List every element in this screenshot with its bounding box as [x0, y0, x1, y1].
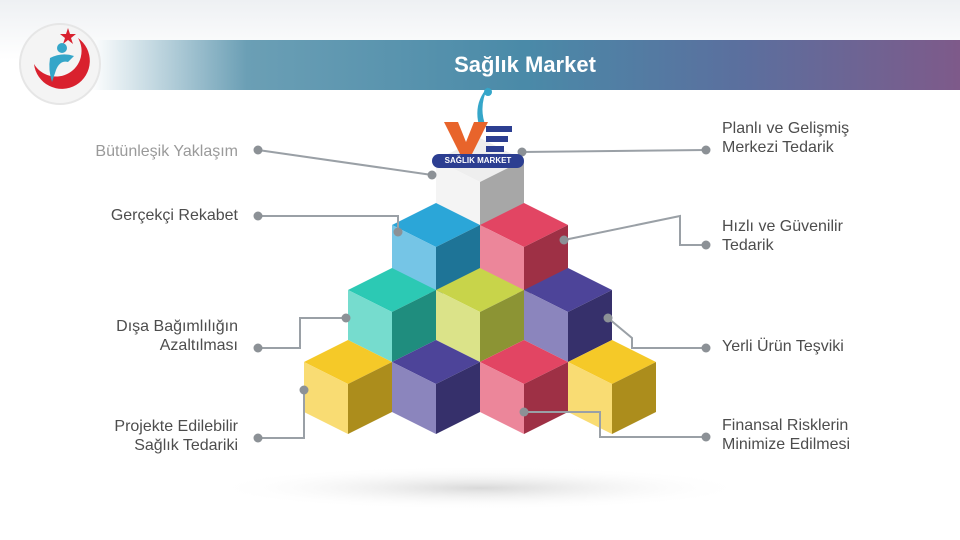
left-label-3-line2: Azaltılması	[159, 337, 238, 354]
connector-line-2	[258, 215, 399, 232]
connector-dot-9	[701, 145, 711, 155]
right-label-2-line1: Hızlı ve Güvenilir	[722, 218, 843, 235]
connector-line-5	[521, 149, 707, 153]
connector-dot-2	[427, 170, 437, 180]
right-label-4-line2: Minimize Edilmesi	[722, 436, 851, 453]
connector-line-8	[524, 411, 706, 438]
right-label-3: Yerli Ürün Teşviki	[722, 337, 844, 356]
connector-dot-10	[517, 147, 527, 157]
page-title: Sağlık Market	[454, 52, 596, 77]
cube-4-8	[392, 340, 480, 434]
right-label-1-line2: Merkezi Tedarik	[722, 139, 834, 156]
connector-dot-8	[299, 385, 309, 395]
cube-4-7	[304, 340, 392, 434]
connector-line-3	[258, 317, 346, 349]
left-label-4-line2: Sağlık Tedariki	[134, 437, 238, 454]
connector-dot-14	[603, 313, 613, 323]
connector-line-4	[258, 390, 305, 439]
cube-3-6	[524, 268, 612, 362]
connector-dot-4	[393, 227, 403, 237]
connector-dot-15	[701, 432, 711, 442]
ministry-logo-icon	[12, 12, 108, 108]
connector-dot-13	[701, 343, 711, 353]
left-label-3: Dışa Bağımlılığın Azaltılması	[116, 317, 238, 355]
right-label-4-line1: Finansal Risklerin	[722, 417, 849, 434]
title-bar: Sağlık Market	[90, 40, 960, 90]
cube-4-9	[480, 340, 568, 434]
connector-line-1	[257, 149, 433, 176]
connector-dot-5	[253, 343, 263, 353]
connector-dot-6	[341, 313, 351, 323]
connector-dot-3	[253, 211, 263, 221]
logo-v-icon	[444, 122, 488, 154]
right-label-4: Finansal Risklerin Minimize Edilmesi	[722, 416, 850, 454]
connector-dot-16	[519, 407, 529, 417]
connector-line-7	[607, 317, 706, 349]
brand-logo-text: SAĞLIK MARKET	[444, 156, 512, 165]
left-label-2: Gerçekçi Rekabet	[111, 206, 238, 225]
cube-3-4	[348, 268, 436, 362]
connector-dot-12	[559, 235, 569, 245]
left-label-3-line1: Dışa Bağımlılığın	[116, 318, 238, 335]
connector-dot-11	[701, 240, 711, 250]
right-label-1: Planlı ve Gelişmiş Merkezi Tedarik	[722, 119, 849, 157]
left-label-4-line1: Projekte Edilebilir	[114, 418, 238, 435]
cube-3-5	[436, 268, 524, 362]
connector-dot-7	[253, 433, 263, 443]
saglik-market-logo: SAĞLIK MARKET	[428, 82, 528, 172]
right-label-3-text: Yerli Ürün Teşviki	[722, 338, 844, 355]
cube-4-10	[568, 340, 656, 434]
left-label-1-text: Bütünleşik Yaklaşım	[95, 143, 238, 160]
right-label-2-line2: Tedarik	[722, 237, 774, 254]
left-label-4: Projekte Edilebilir Sağlık Tedariki	[114, 417, 238, 455]
connector-dot-1	[253, 145, 263, 155]
right-label-2: Hızlı ve Güvenilir Tedarik	[722, 217, 843, 255]
connector-line-6	[563, 214, 706, 246]
right-label-1-line1: Planlı ve Gelişmiş	[722, 120, 850, 137]
left-label-2-text: Gerçekçi Rekabet	[110, 207, 238, 224]
pyramid-shadow	[210, 466, 750, 510]
logo-figure-icon	[477, 87, 488, 129]
left-label-1: Bütünleşik Yaklaşım	[95, 142, 238, 161]
